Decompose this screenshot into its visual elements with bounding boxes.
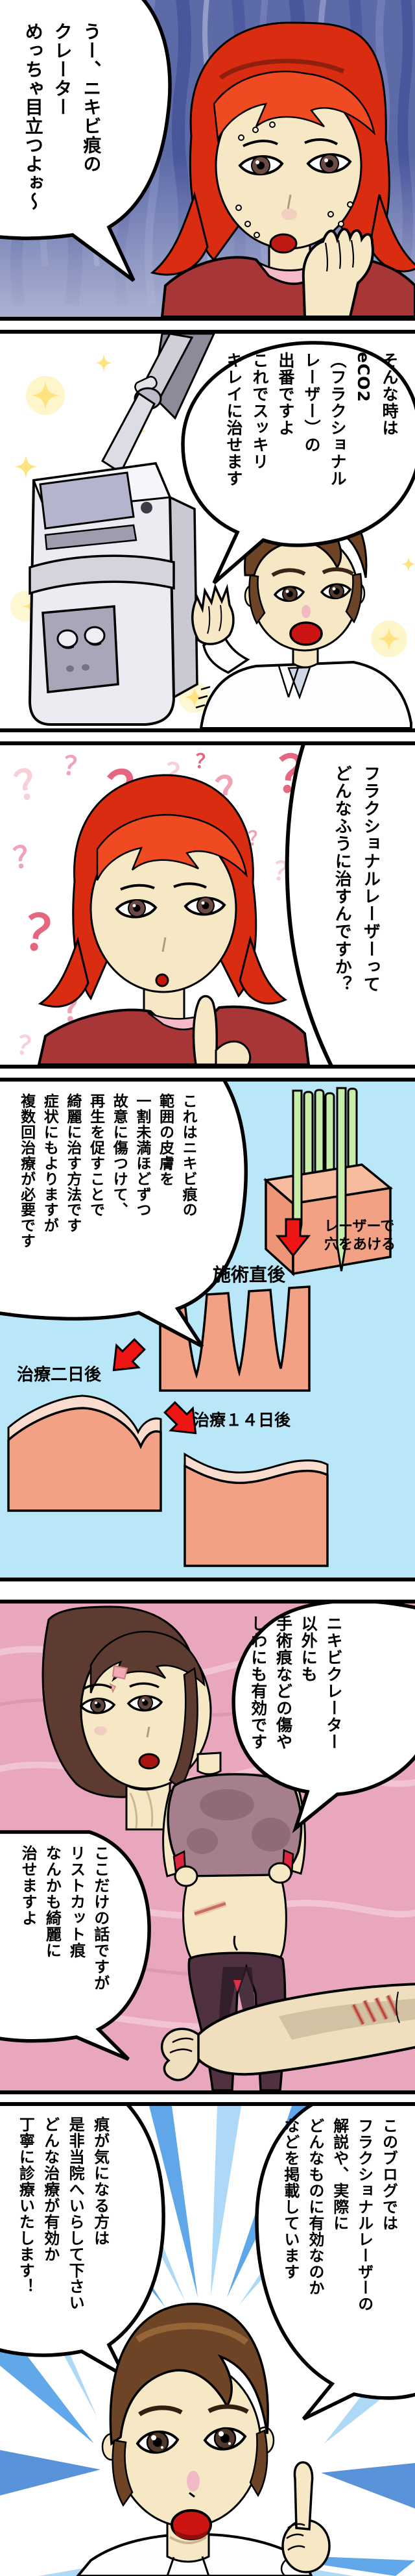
laser-needle-diagram: [263, 1087, 394, 1276]
doctor-eyebrows: [138, 2404, 249, 2417]
acne-dots: [235, 121, 353, 238]
skin-fourteen-days: [184, 1452, 329, 1567]
svg-text:？: ？: [20, 902, 78, 968]
fist: [174, 1865, 198, 1887]
panel-3-question: ？？？？？？？？？？？？？？？？？？？？？？: [0, 745, 415, 1065]
panel-border: [0, 317, 415, 321]
torso-with-scar: [162, 1752, 306, 2090]
pointing-hand: [280, 2461, 331, 2576]
eyes: [238, 153, 352, 176]
doctor-mouth: [289, 621, 323, 646]
doctor-waving-hand: [191, 583, 235, 645]
patient-woman-thinking: [37, 774, 311, 1065]
nose: [287, 194, 292, 210]
speech-bubble-worry: [0, 0, 172, 282]
eyebrows: [243, 138, 338, 147]
piercing-needle: [336, 1087, 347, 1272]
speech-bubble-secret: [0, 1830, 151, 2061]
speech-text-other: ニキビクレーター 以外にも 手術痕などの傷や しわにも有効です: [248, 1615, 343, 1750]
bangs: [96, 813, 248, 881]
speech-text-blog: このブログでは フラクショナルレーザーの 解説や、実際に どんなものに有効なのか…: [281, 2118, 398, 2312]
speech-text-method: これはニキビ痕の 範囲の皮膚を 一割未満ほどずつ 故意に傷つけて、 再生を促すこ…: [18, 1093, 197, 1249]
machine-screen: [39, 471, 135, 530]
panel-6-art: [0, 2106, 415, 2576]
label-fourteen-days: 治療１４日後: [193, 1411, 291, 1430]
forehead-scar: [112, 1665, 128, 1680]
panel-2-art: [0, 334, 415, 728]
panel-4-explanation: これはニキビ痕の 範囲の皮膚を 一割未満ほどずつ 故意に傷つけて、 再生を促すこ…: [0, 1082, 415, 1578]
doctor: [191, 492, 412, 728]
hand: [302, 227, 374, 317]
svg-text:？: ？: [12, 837, 45, 876]
skin-right-after: [159, 1285, 311, 1392]
mouth: [155, 973, 169, 987]
mouth: [269, 233, 298, 254]
fist: [268, 1862, 292, 1884]
arm-with-wristcut-scars: [160, 1983, 415, 2081]
mouth: [138, 1753, 160, 1770]
svg-text:？: ？: [62, 750, 91, 784]
doctor-coat: [199, 660, 412, 728]
hand-fist: [160, 2027, 200, 2081]
arrow-down-left: [112, 1338, 146, 1372]
navel: [233, 1935, 239, 1951]
doctor-hair: [109, 2303, 269, 2446]
machine-arm-lower: [101, 391, 156, 475]
panel-border: [0, 1600, 415, 1604]
speech-text-secret: ここだけの話ですが リストカット痕 なんかも綺麗に 治せますよ: [19, 1845, 110, 1991]
skin-two-days: [7, 1394, 162, 1512]
wristcut-scars: [352, 1995, 398, 2025]
laser-machine: [28, 334, 215, 726]
surgery-scar: [194, 1901, 226, 1916]
finger-on-chin: [192, 995, 218, 1065]
panel-5-other-uses: ニキビクレーター 以外にも 手術痕などの傷や しわにも有効です ここだけの話です…: [0, 1604, 415, 2090]
panel-border: [0, 330, 415, 334]
laser-beams: [303, 1087, 358, 1178]
patient-woman: [150, 21, 415, 317]
panel-2-laser-intro: そんな時は eCO2 （フラクショナル レーザー）の 出番ですよ これでスッキリ…: [0, 334, 415, 728]
panel-border: [0, 1078, 415, 1082]
machine-control-panel: [42, 605, 119, 693]
panel-border: [0, 1065, 415, 1069]
machine-band: [29, 554, 175, 595]
speech-bubble-method: [0, 1082, 248, 1348]
doctor-closing: [76, 2303, 331, 2576]
panel-4-art: [0, 1082, 415, 1578]
panel-border: [0, 741, 415, 745]
label-right-after: 施術直後: [213, 1264, 286, 1285]
speech-text-visit: 痕が気になる方は 是非当院へいらして下さい どんな治療が有効か 丁寧に診療いたし…: [16, 2116, 110, 2311]
speech-bubble-visit: [0, 2106, 165, 2381]
panel-5-art: [0, 1604, 415, 2090]
doctor-eyebrows: [271, 567, 354, 577]
panel-6-closing: このブログでは フラクショナルレーザーの 解説や、実際に どんなものに有効なのか…: [0, 2106, 415, 2576]
speech-bubble-other: [231, 1604, 415, 1833]
nose: [187, 2471, 200, 2492]
speech-text-how: フラクショナルレーザーって どんなふうに治すんですか？: [332, 765, 381, 993]
index-finger-up: [293, 2461, 314, 2531]
panel-border: [0, 2102, 415, 2106]
panel-border: [0, 1578, 415, 1581]
panel-1-art: [0, 0, 415, 317]
panel-border: [0, 728, 415, 732]
svg-text:？: ？: [194, 750, 215, 774]
speech-text-intro: そんな時は eCO2 （フラクショナル レーザー）の 出番ですよ これでスッキリ…: [224, 352, 399, 487]
woman-with-scar: [42, 1605, 212, 1831]
arrow-down-right: [163, 1401, 197, 1435]
label-laser-holes: レーザーで 穴をあける: [324, 1219, 396, 1254]
speech-bubble-intro: [181, 341, 415, 585]
arrow-down: [275, 1218, 311, 1257]
speech-bubble-blog: [255, 2106, 415, 2421]
svg-text:？: ？: [10, 756, 60, 810]
panel-border: [0, 2090, 415, 2094]
panel-3-art: ？？？？？？？？？？？？？？？？？？？？？？: [0, 745, 415, 1065]
label-two-days: 治療二日後: [17, 1365, 102, 1385]
panel-1-acne-worry: うー、ニキビ痕の クレーター めっちゃ目立つよぉ～: [0, 0, 415, 317]
bangs: [89, 1631, 206, 1694]
bangs: [213, 70, 375, 143]
speech-text-worry: うー、ニキビ痕の クレーター めっちゃ目立つよぉ～: [22, 22, 102, 212]
speech-bubble-how: [285, 745, 415, 1065]
